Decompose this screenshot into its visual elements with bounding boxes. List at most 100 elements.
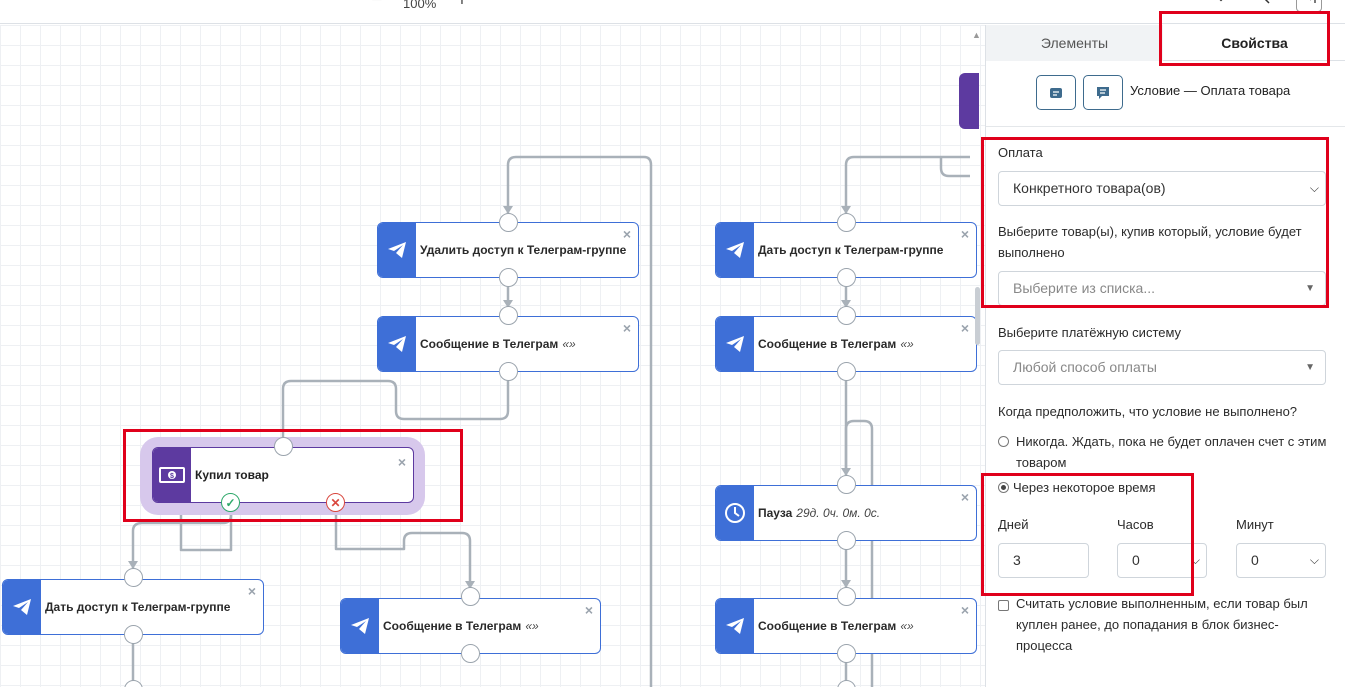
download-icon[interactable] — [1208, 0, 1234, 12]
block-label: Удалить доступ к Телеграм-группе — [420, 243, 627, 257]
close-icon[interactable]: × — [960, 226, 969, 242]
consider-before-checkbox[interactable] — [998, 600, 1009, 611]
block-label: Сообщение в Телеграм«» — [420, 337, 576, 351]
payment-system-select[interactable]: Любой способ оплаты ▼ — [998, 350, 1326, 385]
output-port[interactable] — [837, 268, 856, 287]
minutes-value: 0 — [1251, 552, 1259, 568]
output-port[interactable] — [499, 362, 518, 381]
payment-system-placeholder: Любой способ оплаты — [1013, 359, 1157, 375]
close-icon[interactable]: × — [960, 489, 969, 505]
input-port[interactable] — [124, 568, 143, 587]
note-button[interactable] — [1083, 75, 1123, 110]
days-input[interactable]: 3 — [998, 543, 1089, 578]
hours-select[interactable]: 0 ⌵ — [1117, 543, 1207, 578]
scrollbar-thumb[interactable] — [975, 287, 980, 345]
minutes-select[interactable]: 0 ⌵ — [1236, 543, 1326, 578]
block-quote: «» — [900, 337, 914, 351]
chevron-down-icon: ⌵ — [1190, 553, 1200, 567]
block-label: Дать доступ к Телеграм-группе — [45, 600, 231, 614]
close-icon[interactable]: × — [247, 583, 256, 599]
radio-never[interactable] — [998, 436, 1009, 447]
close-icon[interactable]: × — [397, 454, 406, 470]
radio-after-time[interactable] — [998, 482, 1009, 493]
failure-port[interactable]: ✕ — [326, 493, 345, 512]
chevron-down-icon: ⌵ — [1309, 553, 1319, 567]
minutes-label: Минут — [1236, 517, 1274, 532]
zoom-level: 100% — [403, 0, 437, 11]
block-telegram-message[interactable]: Сообщение в Телеграм«» × — [377, 316, 639, 372]
comment-button[interactable] — [1036, 75, 1076, 110]
output-port[interactable] — [124, 625, 143, 644]
exit-icon[interactable] — [1296, 0, 1322, 12]
telegram-icon — [716, 223, 754, 277]
input-port[interactable] — [837, 213, 856, 232]
zoom-out-button[interactable]: − — [367, 0, 387, 12]
telegram-icon — [716, 317, 754, 371]
panel-tabs: Элементы Свойства — [986, 25, 1345, 61]
radio-after-time-label: Через некоторое время — [1013, 480, 1156, 495]
top-toolbar: − 100% + — [0, 0, 1345, 24]
input-port[interactable] — [837, 306, 856, 325]
close-icon[interactable]: × — [622, 320, 631, 336]
output-port[interactable] — [461, 644, 480, 663]
close-icon[interactable]: × — [960, 320, 969, 336]
input-port[interactable] — [499, 306, 518, 325]
block-label: Сообщение в Телеграм«» — [383, 619, 539, 633]
output-port[interactable] — [837, 362, 856, 381]
note-icon — [1097, 86, 1109, 99]
input-port[interactable] — [837, 475, 856, 494]
output-port[interactable] — [837, 644, 856, 663]
input-port[interactable] — [837, 587, 856, 606]
products-placeholder: Выберите из списка... — [1013, 280, 1156, 296]
payment-label: Оплата — [998, 145, 1043, 160]
close-icon[interactable]: × — [622, 226, 631, 242]
telegram-icon — [341, 599, 379, 653]
block-label: Дать доступ к Телеграм-группе — [758, 243, 944, 257]
hours-label: Часов — [1117, 517, 1154, 532]
scroll-up-arrow[interactable]: ▲ — [972, 30, 981, 40]
not-met-question: Когда предположить, что условие не выпол… — [998, 404, 1298, 419]
output-port[interactable] — [837, 531, 856, 550]
tab-elements[interactable]: Элементы — [986, 25, 1163, 61]
user-search-icon[interactable] — [1250, 0, 1276, 12]
caret-down-icon: ▼ — [1305, 362, 1315, 373]
caret-down-icon: ▼ — [1305, 283, 1315, 294]
input-port[interactable] — [461, 587, 480, 606]
close-icon[interactable]: × — [584, 602, 593, 618]
products-label: Выберите товар(ы), купив который, услови… — [998, 224, 1302, 260]
block-label: Сообщение в Телеграм«» — [758, 337, 914, 351]
telegram-icon — [378, 223, 416, 277]
hours-value: 0 — [1132, 552, 1140, 568]
payment-select[interactable]: Конкретного товара(ов) ⌵ — [998, 171, 1326, 206]
block-quote: «» — [525, 619, 539, 633]
telegram-icon — [716, 599, 754, 653]
success-port[interactable]: ✓ — [221, 493, 240, 512]
workflow-canvas[interactable]: Удалить доступ к Телеграм-группе × Сообщ… — [0, 25, 985, 687]
telegram-icon — [3, 580, 41, 634]
block-label: Сообщение в Телеграм«» — [758, 619, 914, 633]
block-label: Купил товар — [195, 468, 269, 482]
condition-title: Условие — Оплата товара — [1130, 83, 1291, 98]
zoom-in-button[interactable]: + — [452, 0, 472, 12]
tab-properties[interactable]: Свойства — [1221, 35, 1288, 51]
telegram-icon — [378, 317, 416, 371]
properties-panel: Элементы Свойства Условие — Оплата товар… — [985, 25, 1345, 687]
block-quote: «» — [562, 337, 576, 351]
output-port[interactable] — [499, 268, 518, 287]
payment-value: Конкретного товара(ов) — [1013, 180, 1166, 196]
comment-icon — [1050, 87, 1062, 98]
divider — [986, 126, 1345, 127]
partial-block[interactable] — [959, 73, 979, 129]
consider-before-label: Считать условие выполненным, если товар … — [1016, 596, 1308, 653]
close-icon[interactable]: × — [960, 602, 969, 618]
days-label: Дней — [998, 517, 1029, 532]
radio-never-label: Никогда. Ждать, пока не будет оплачен сч… — [1016, 434, 1327, 470]
block-bought-product[interactable]: $ Купил товар × — [152, 447, 414, 503]
clock-icon — [716, 486, 754, 540]
pause-duration: 29д. 0ч. 0м. 0с. — [796, 506, 881, 520]
input-port[interactable] — [499, 213, 518, 232]
input-port[interactable] — [274, 437, 293, 456]
products-select[interactable]: Выберите из списка... ▼ — [998, 271, 1326, 306]
chevron-down-icon: ⌵ — [1309, 181, 1319, 195]
